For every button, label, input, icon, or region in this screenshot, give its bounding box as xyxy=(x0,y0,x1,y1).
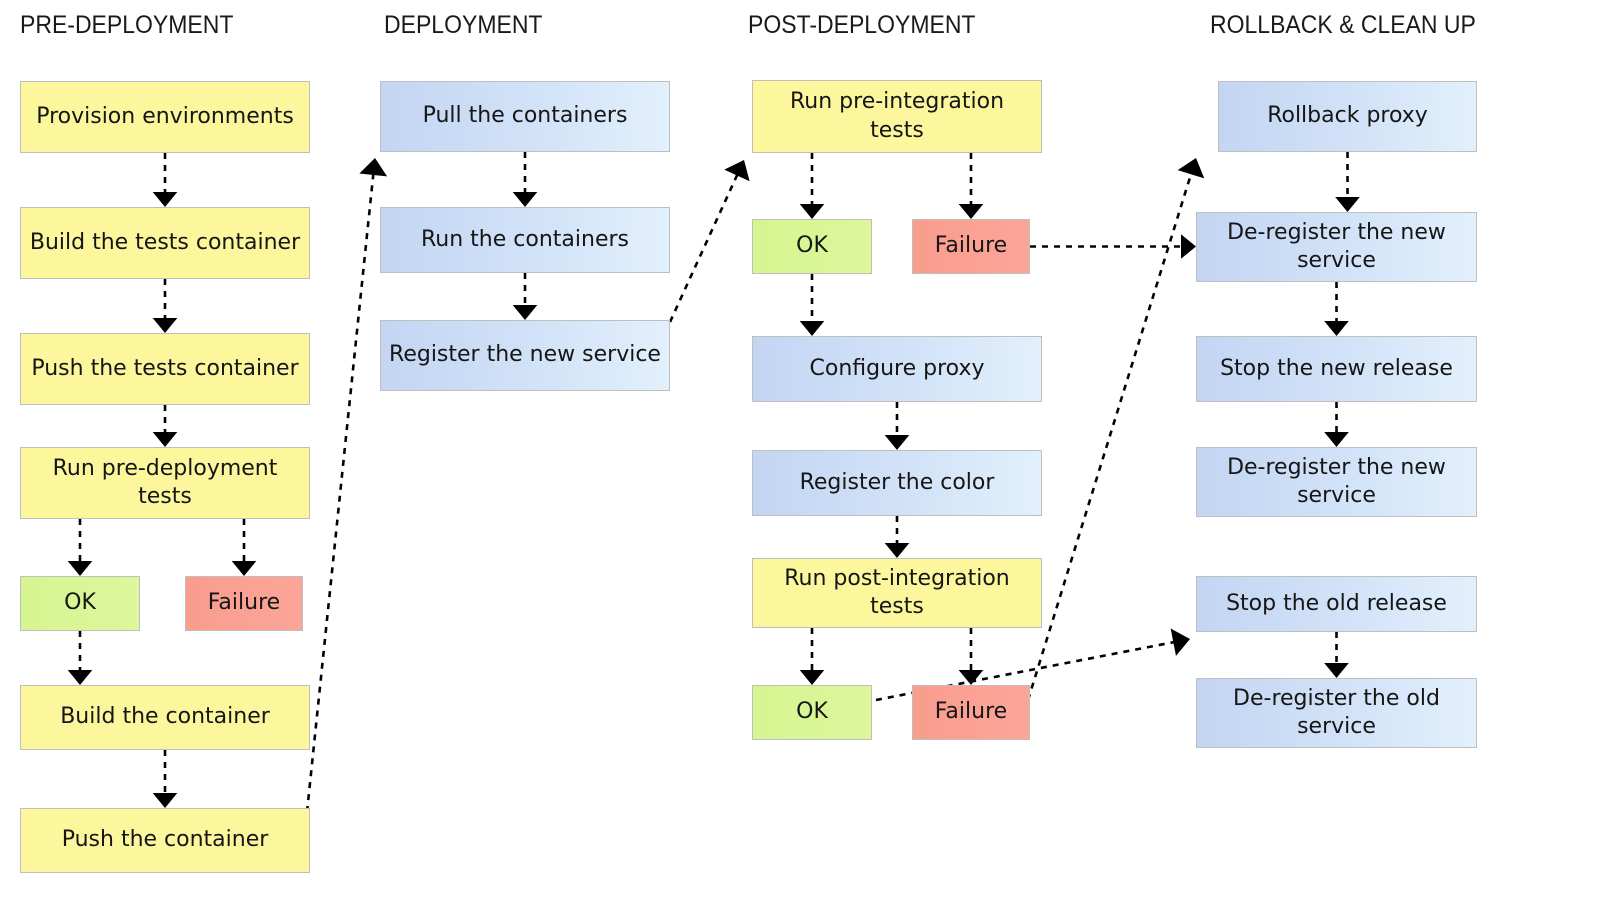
node-label: Configure proxy xyxy=(809,355,985,381)
node-build-the-tests-container[interactable]: Build the tests container xyxy=(20,207,310,279)
arrowhead-e-run-pre-deploy-to-ok xyxy=(67,561,93,576)
node-label: Failure xyxy=(207,590,281,616)
node-label: Push the tests container xyxy=(31,355,299,381)
arrowhead-e-build-tests-to-push-tests xyxy=(152,318,178,333)
node-label: Failure xyxy=(934,699,1008,725)
node-label: De-register the old service xyxy=(1233,685,1440,739)
node-run-pre-integration-tests[interactable]: Run pre-integration tests xyxy=(752,80,1042,153)
node-label: OK xyxy=(796,233,828,259)
column-header-pre-deployment: PRE-DEPLOYMENT xyxy=(20,11,234,39)
arrowhead-e-stop-new-release-to-de-register-new-2 xyxy=(1324,432,1349,447)
arrowhead-e-post-failure-to-rollback-proxy xyxy=(1177,158,1205,179)
arrowhead-e-pre-failure-to-de-register-new xyxy=(1181,234,1196,259)
arrowhead-e-run-pre-integration-to-ok xyxy=(799,204,825,219)
node-pre-deployment-ok[interactable]: OK xyxy=(20,576,140,631)
arrowhead-e-register-new-to-run-pre-integration xyxy=(724,160,750,182)
arrowhead-e-stop-old-release-to-de-register-old xyxy=(1324,663,1349,678)
node-pre-deployment-failure[interactable]: Failure xyxy=(185,576,303,631)
arrowhead-e-pre-ok-to-configure-proxy xyxy=(799,321,825,336)
arrowhead-e-rollback-proxy-to-de-register-new-1 xyxy=(1335,197,1360,212)
arrowhead-e-run-post-integration-to-ok xyxy=(799,670,825,685)
node-label: De-register the new service xyxy=(1227,219,1446,273)
arrowhead-e-run-post-integration-to-failure xyxy=(958,670,984,685)
node-run-post-integration-tests[interactable]: Run post-integration tests xyxy=(752,558,1042,628)
node-label: Push the container xyxy=(61,827,269,853)
column-header-deployment: DEPLOYMENT xyxy=(384,11,543,39)
node-post-pre-failure[interactable]: Failure xyxy=(912,219,1030,274)
node-register-the-color[interactable]: Register the color xyxy=(752,450,1042,516)
arrowhead-e-run-containers-to-register-new xyxy=(512,305,538,320)
node-stop-the-old-release[interactable]: Stop the old release xyxy=(1196,576,1477,632)
node-label: Failure xyxy=(934,233,1008,259)
node-de-register-the-old-service[interactable]: De-register the old service xyxy=(1196,678,1477,748)
node-post-pre-ok[interactable]: OK xyxy=(752,219,872,274)
node-stop-the-new-release[interactable]: Stop the new release xyxy=(1196,336,1477,402)
node-label: Run pre-integration tests xyxy=(789,89,1005,143)
node-label: OK xyxy=(64,590,96,616)
node-label: Register the color xyxy=(799,469,995,495)
arrowhead-e-push-tests-to-run-pre-deploy xyxy=(152,432,178,447)
edge-line-e-push-container-to-pull-containers xyxy=(305,170,375,813)
node-run-pre-deployment-tests[interactable]: Run pre-deployment tests xyxy=(20,447,310,519)
node-label: Rollback proxy xyxy=(1267,103,1428,129)
column-header-rollback-clean-up: ROLLBACK & CLEAN UP xyxy=(1210,11,1476,39)
node-configure-proxy[interactable]: Configure proxy xyxy=(752,336,1042,402)
column-header-post-deployment: POST-DEPLOYMENT xyxy=(748,11,976,39)
node-post-post-failure[interactable]: Failure xyxy=(912,685,1030,740)
node-label: De-register the new service xyxy=(1227,454,1446,508)
node-push-the-tests-container[interactable]: Push the tests container xyxy=(20,333,310,405)
edge-line-e-post-failure-to-rollback-proxy xyxy=(1026,170,1194,701)
node-push-the-container[interactable]: Push the container xyxy=(20,808,310,873)
node-label: Stop the new release xyxy=(1220,355,1453,381)
arrowhead-e-register-color-to-run-post-integration xyxy=(884,543,910,558)
node-label: Run pre-deployment tests xyxy=(52,455,278,509)
node-de-register-the-new-service-1[interactable]: De-register the new service xyxy=(1196,212,1477,282)
arrowhead-e-push-container-to-pull-containers xyxy=(359,158,388,177)
node-pull-the-containers[interactable]: Pull the containers xyxy=(380,81,670,152)
node-label: Stop the old release xyxy=(1226,590,1447,616)
node-run-the-containers[interactable]: Run the containers xyxy=(380,207,670,273)
node-rollback-proxy[interactable]: Rollback proxy xyxy=(1218,81,1477,152)
node-post-post-ok[interactable]: OK xyxy=(752,685,872,740)
arrowhead-e-provision-to-build-tests xyxy=(152,192,178,207)
node-provision-environments[interactable]: Provision environments xyxy=(20,81,310,153)
node-label: Build the tests container xyxy=(29,229,301,255)
arrowhead-e-ok-to-build-container xyxy=(67,670,93,685)
node-register-the-new-service[interactable]: Register the new service xyxy=(380,320,670,391)
node-build-the-container[interactable]: Build the container xyxy=(20,685,310,750)
node-label: Run the containers xyxy=(421,226,629,252)
node-label: OK xyxy=(796,699,828,725)
node-de-register-the-new-service-2[interactable]: De-register the new service xyxy=(1196,447,1477,517)
node-label: Run post-integration tests xyxy=(784,565,1010,619)
arrowhead-e-pull-to-run-containers xyxy=(512,192,538,207)
arrowhead-e-configure-proxy-to-register-color xyxy=(884,435,910,450)
arrowhead-e-run-pre-deploy-to-failure xyxy=(231,561,257,576)
node-label: Build the container xyxy=(60,704,270,730)
arrowhead-e-post-ok-to-stop-old-release xyxy=(1170,628,1190,656)
node-label: Pull the containers xyxy=(422,103,628,129)
arrowhead-e-build-container-to-push-container xyxy=(152,793,178,808)
arrowhead-e-de-register-new-1-to-stop-new-release xyxy=(1324,321,1349,336)
node-label: Register the new service xyxy=(389,342,661,368)
edge-line-e-register-new-to-run-pre-integration xyxy=(668,171,740,323)
node-label: Provision environments xyxy=(36,103,294,129)
arrowhead-e-run-pre-integration-to-failure xyxy=(958,204,984,219)
